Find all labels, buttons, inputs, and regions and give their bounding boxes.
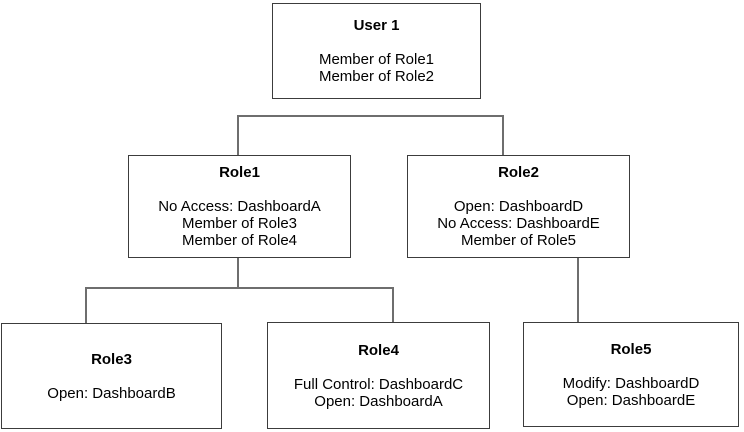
connector-user1-role1-vertical — [237, 115, 239, 156]
node-role4: Role4 Full Control: DashboardC Open: Das… — [267, 322, 490, 429]
node-role1-line: Member of Role3 — [181, 215, 298, 232]
node-role4-title: Role4 — [358, 341, 399, 359]
node-user1: User 1 Member of Role1 Member of Role2 — [272, 3, 481, 99]
node-role2-line: No Access: DashboardE — [437, 215, 600, 232]
node-user1-title: User 1 — [353, 17, 400, 34]
connector-role1-role3-vertical — [85, 287, 87, 324]
node-role2-line: Member of Role5 — [460, 232, 577, 249]
node-role5-title: Role5 — [610, 340, 652, 358]
node-role3-line: Open: DashboardB — [47, 384, 176, 402]
node-role4-line: Open: DashboardA — [314, 392, 443, 410]
node-role2-title: Role2 — [498, 164, 539, 181]
node-user1-line: Member of Role2 — [318, 68, 435, 85]
node-role5-line: Modify: DashboardD — [562, 374, 700, 392]
node-role3-title: Role3 — [91, 350, 132, 368]
node-role3: Role3 Open: DashboardB — [1, 323, 222, 429]
node-role1-line: No Access: DashboardA — [158, 198, 321, 215]
node-role2: Role2 Open: DashboardD No Access: Dashbo… — [407, 155, 630, 258]
connector-role1-children-horizontal — [85, 287, 394, 289]
node-role1: Role1 No Access: DashboardA Member of Ro… — [128, 155, 351, 258]
connector-user1-children-horizontal — [237, 115, 504, 117]
connector-user1-role2-vertical — [502, 115, 504, 156]
node-user1-line: Member of Role1 — [318, 51, 435, 68]
connector-role1-stem-vertical — [237, 257, 239, 288]
node-role4-line: Full Control: DashboardC — [293, 375, 464, 393]
node-role5-line: Open: DashboardE — [566, 391, 696, 409]
node-role5: Role5 Modify: DashboardD Open: Dashboard… — [523, 322, 739, 427]
node-role1-title: Role1 — [219, 164, 260, 181]
connector-role2-role5-vertical — [577, 257, 579, 323]
node-role2-line: Open: DashboardD — [453, 198, 584, 215]
connector-role1-role4-vertical — [392, 287, 394, 323]
node-role1-line: Member of Role4 — [181, 232, 298, 249]
